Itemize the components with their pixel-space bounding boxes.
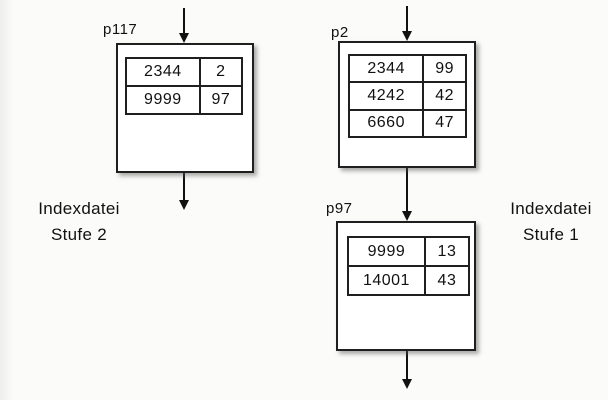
table-cell: 2 [200, 59, 241, 85]
arrow-p2-to-p97-icon [402, 168, 412, 221]
page-label-p97: p97 [326, 200, 353, 217]
table-cell: 97 [200, 87, 241, 113]
arrow-into-p117-icon [179, 8, 189, 43]
table-cell: 2344 [350, 56, 423, 82]
table-cell: 6660 [350, 110, 423, 136]
table-cell: 42 [424, 83, 465, 109]
caption-indexdatei-stufe-1: Indexdatei Stufe 1 [494, 196, 608, 248]
table-cell: 47 [424, 110, 465, 136]
table-cell: 9999 [349, 238, 424, 265]
table-cell: 99 [424, 56, 465, 82]
page-label-p2: p2 [331, 24, 349, 41]
arrow-out-p117-icon [179, 173, 189, 210]
table-cell: 43 [425, 267, 468, 294]
arrow-into-p2-icon [402, 6, 412, 41]
table-cell: 2344 [127, 59, 199, 85]
caption-line-2: Stufe 2 [51, 225, 107, 244]
table-cell: 14001 [349, 267, 424, 294]
arrow-out-p97-icon [402, 351, 412, 389]
caption-line-2: Stufe 1 [523, 225, 579, 244]
table-cell: 4242 [350, 83, 423, 109]
caption-line-1: Indexdatei [38, 199, 120, 218]
page-label-p117: p117 [103, 21, 138, 38]
table-cell: 9999 [127, 87, 199, 113]
caption-line-1: Indexdatei [510, 199, 592, 218]
table-cell: 13 [425, 238, 468, 265]
caption-indexdatei-stufe-2: Indexdatei Stufe 2 [20, 196, 138, 248]
